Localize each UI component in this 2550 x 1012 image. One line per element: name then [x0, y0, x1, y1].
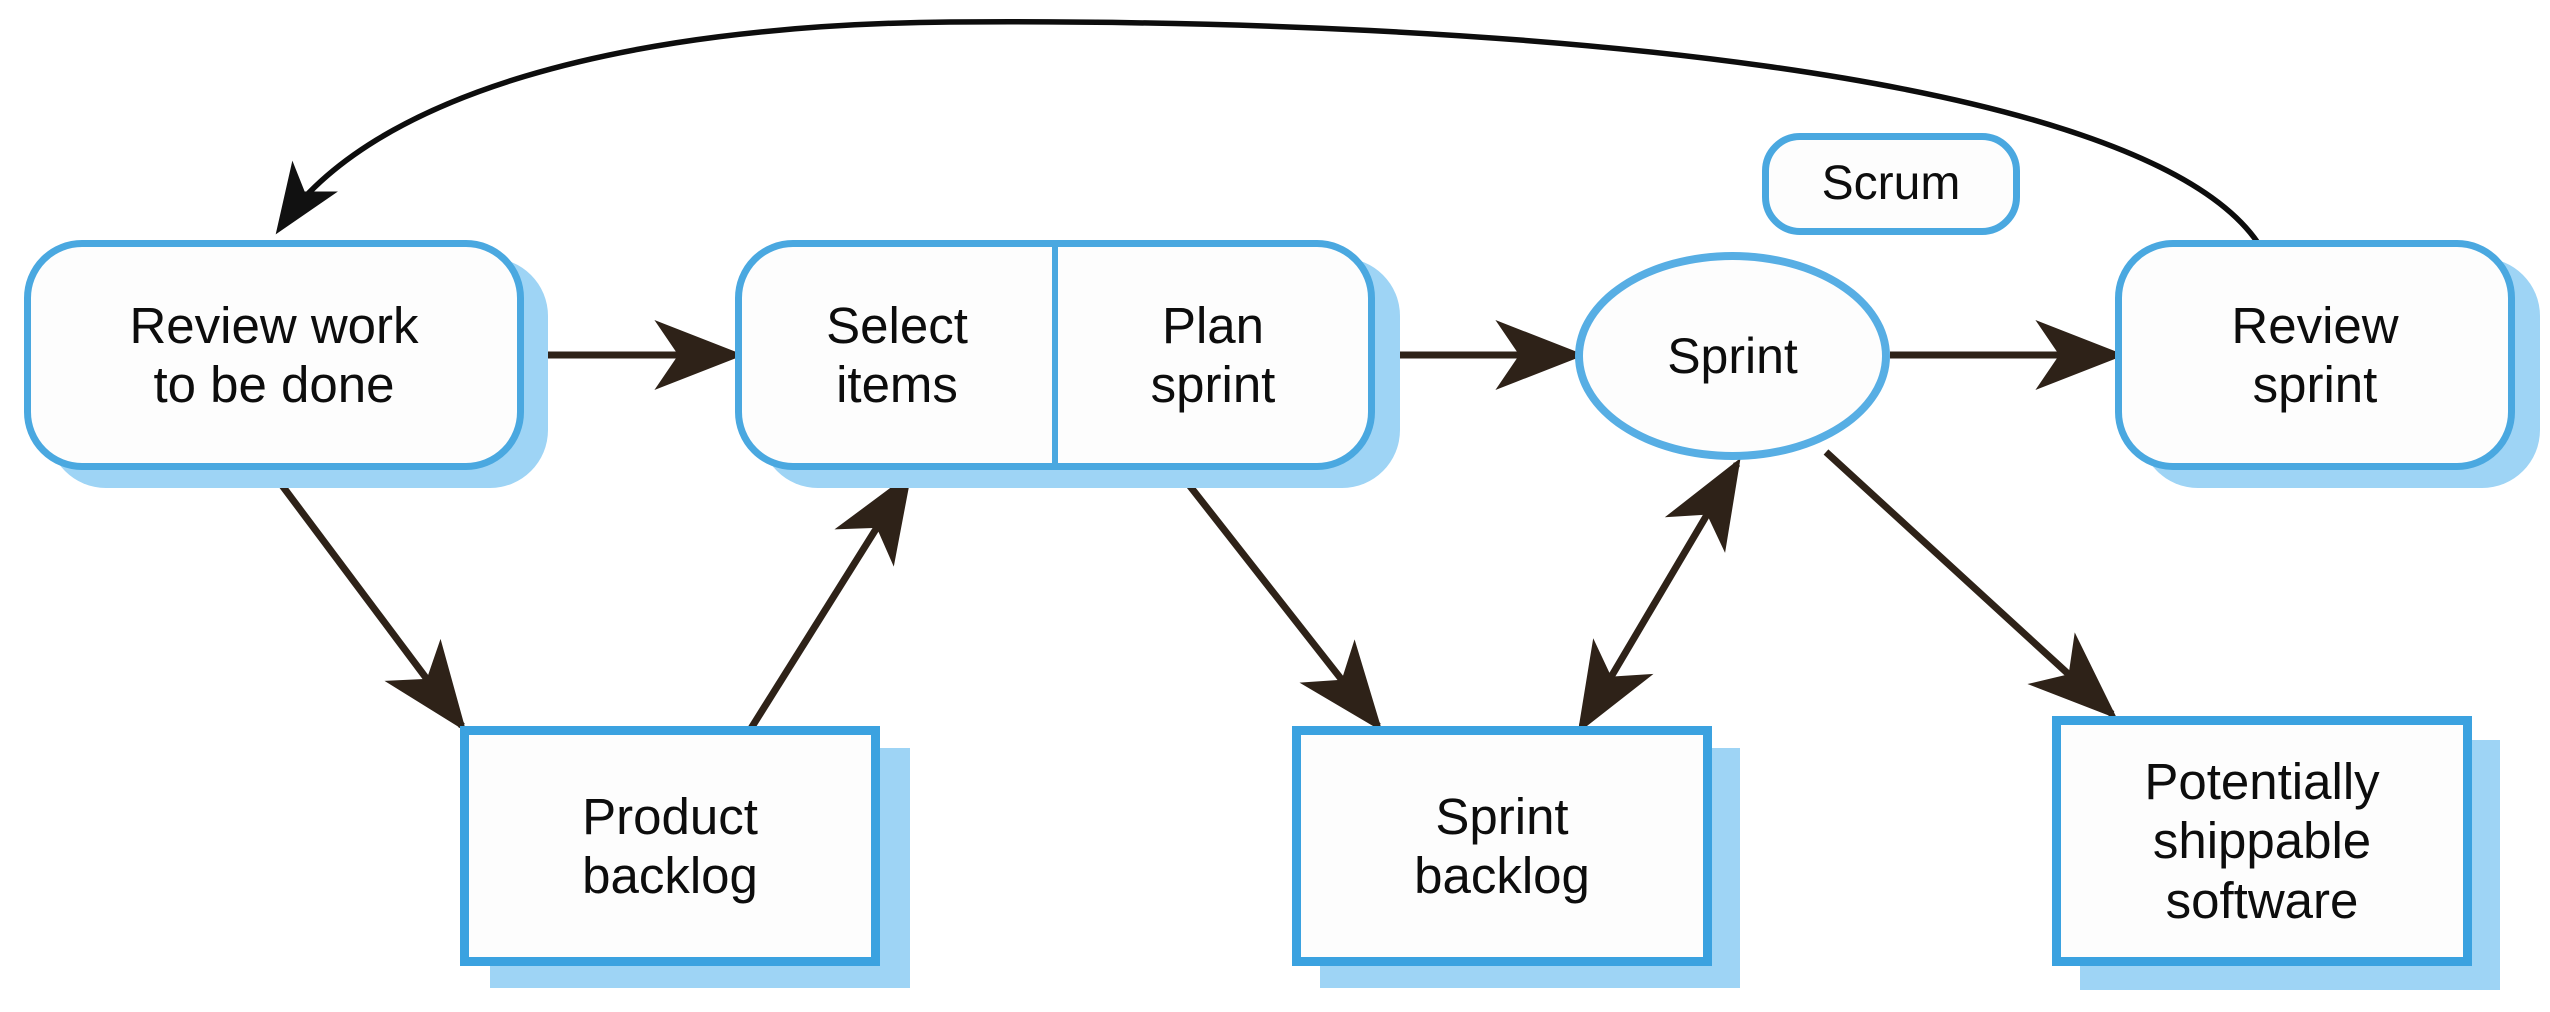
node-label-scrum: Scrum [1821, 157, 1961, 211]
node-half-select-items[interactable]: Select items [742, 247, 1052, 463]
node-label-sprint-backlog: Sprint backlog [1414, 787, 1590, 904]
node-half-plan-sprint[interactable]: Plan sprint [1058, 247, 1368, 463]
node-label-plan-sprint: Plan sprint [1150, 296, 1276, 413]
node-scrum-label[interactable]: Scrum [1762, 133, 2020, 235]
edge-plan-sprint-to-sprint-backlog [1179, 473, 1383, 732]
node-sprint[interactable]: Sprint [1575, 252, 1890, 460]
node-label-sprint: Sprint [1667, 328, 1798, 384]
node-shippable-software[interactable]: Potentially shippable software [2052, 716, 2472, 966]
node-label-select-items: Select items [826, 296, 968, 413]
edge-sprint-to-shippable-software [1823, 449, 2118, 719]
node-review-work-to-be-done[interactable]: Review work to be done [24, 240, 524, 470]
node-label-review-sprint: Review sprint [2231, 296, 2399, 413]
node-product-backlog[interactable]: Product backlog [460, 726, 880, 966]
node-select-items-plan-sprint[interactable]: Select items Plan sprint [735, 240, 1375, 470]
node-label-shippable-software: Potentially shippable software [2144, 753, 2380, 929]
node-sprint-backlog[interactable]: Sprint backlog [1292, 726, 1712, 966]
node-split-divider [1052, 247, 1058, 463]
edge-product-backlog-to-select-items [747, 472, 912, 732]
node-review-sprint[interactable]: Review sprint [2115, 240, 2515, 470]
edge-sprint-backlog-to-sprint [1577, 457, 1741, 734]
node-label-product-backlog: Product backlog [582, 787, 758, 904]
edge-review-work-to-product-backlog [269, 469, 467, 732]
node-label-review-work: Review work to be done [129, 296, 419, 413]
